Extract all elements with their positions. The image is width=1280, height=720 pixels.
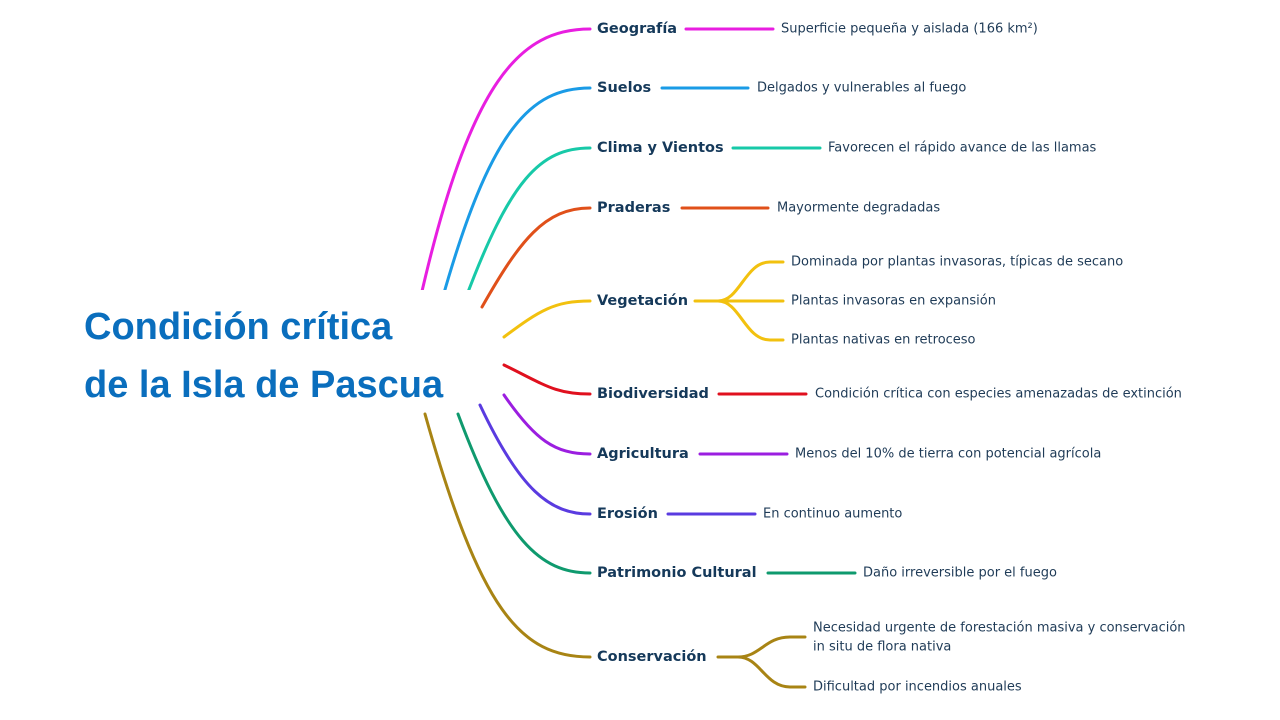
branch-clima: Clima y Vientos [597, 140, 724, 156]
title-backdrop [78, 290, 473, 412]
connector-praderas [480, 206, 770, 309]
branch-erosion: Erosión [597, 506, 658, 522]
central-topic: Condición crítica de la Isla de Pascua [84, 298, 443, 414]
branch-suelos: Suelos [597, 80, 652, 96]
leaf-geografia: Superficie pequeña y aislada (166 km²) [781, 21, 1038, 37]
connector-geografia [418, 27, 775, 302]
connector-patrimonio [456, 412, 857, 575]
leaf-praderas: Mayormente degradadas [777, 200, 941, 216]
leaf-agricultura: Menos del 10% de tierra con potencial ag… [795, 446, 1102, 462]
connector-erosion [478, 403, 757, 516]
branch-conservacion: Conservación [597, 649, 707, 665]
leaf-clima: Favorecen el rápido avance de las llamas [828, 140, 1097, 156]
connector-agricultura [502, 393, 789, 456]
branch-biodiversidad: Biodiversidad [597, 386, 709, 402]
leaf-biodiversidad: Condición crítica con especies amenazada… [815, 386, 1182, 402]
leaf-vegetacion-2: Plantas invasoras en expansión [791, 293, 996, 309]
branch-patrimonio: Patrimonio Cultural [597, 565, 757, 581]
leaf-vegetacion-3: Plantas nativas en retroceso [791, 332, 976, 348]
branch-vegetacion: Vegetación [597, 293, 689, 309]
central-topic-line1: Condición crítica [84, 306, 393, 348]
leaf-patrimonio: Daño irreversible por el fuego [863, 565, 1057, 581]
branch-praderas: Praderas [597, 200, 671, 216]
leaf-conservacion-1a: Necesidad urgente de forestación masiva … [813, 620, 1186, 636]
leaf-conservacion-1b: in situ de flora nativa [813, 639, 952, 655]
leaf-vegetacion-1: Dominada por plantas invasoras, típicas … [791, 254, 1124, 270]
connector-suelos [440, 86, 750, 302]
leaf-suelos: Delgados y vulnerables al fuego [757, 80, 967, 96]
connector-biodiversidad [502, 363, 808, 396]
leaf-conservacion-2: Dificultad por incendios anuales [813, 679, 1022, 695]
connector-vegetacion [502, 260, 785, 342]
branch-geografia: Geografía [597, 21, 678, 37]
leaf-erosion: En continuo aumento [763, 506, 903, 522]
central-topic-line2: de la Isla de Pascua [84, 364, 444, 406]
branch-agricultura: Agricultura [597, 446, 689, 462]
connector-clima [463, 146, 822, 302]
connector-conservacion [423, 412, 807, 689]
